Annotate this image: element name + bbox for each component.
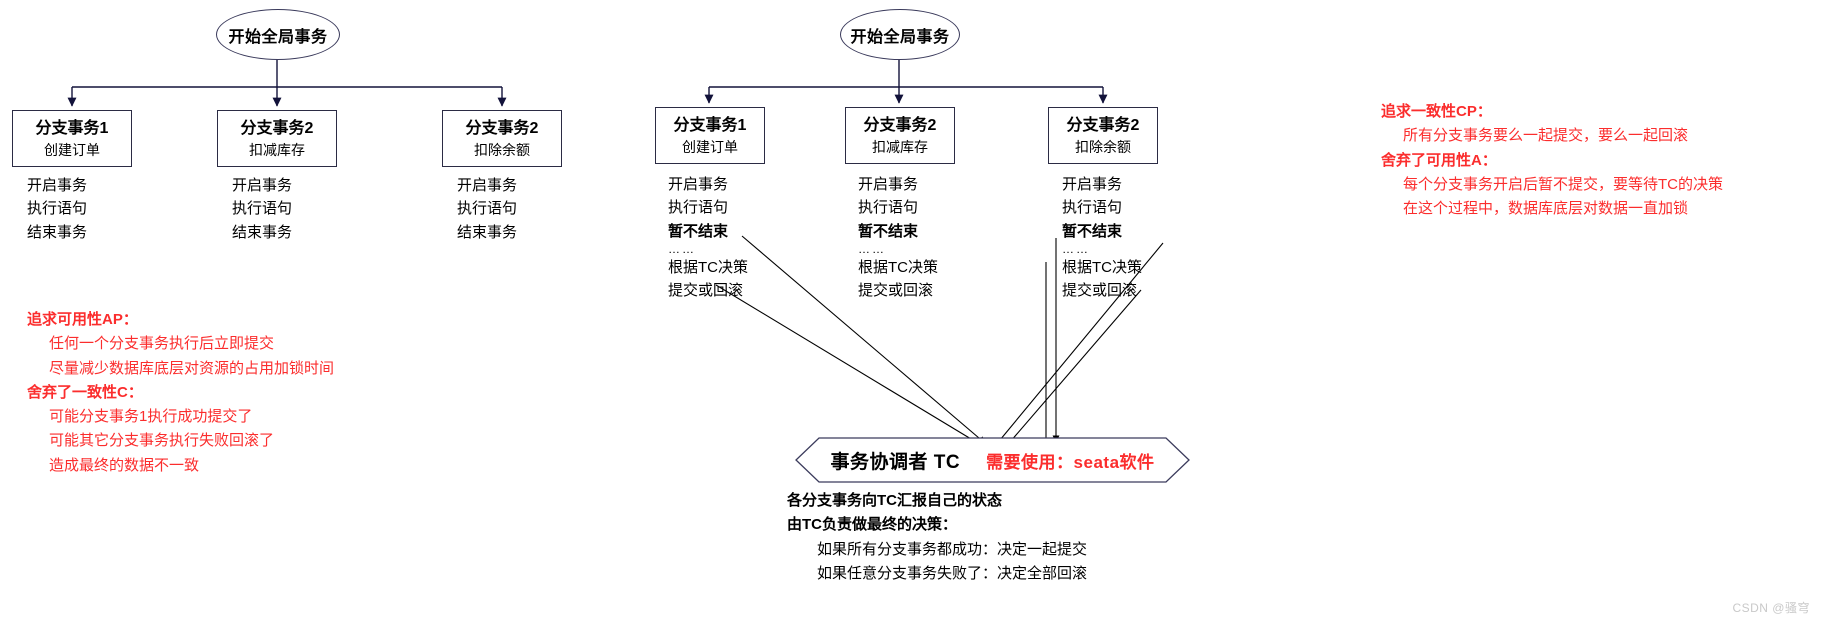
right-cap-note: 追求一致性CP： 所有分支事务要么一起提交，要么一起回滚 舍弃了可用性A： 每个… [1381, 100, 1723, 221]
left-branch-2-title: 分支事务2 [240, 119, 314, 137]
right-note-a-line-1: 每个分支事务开启后暂不提交，要等待TC的决策 [1403, 175, 1723, 193]
right-branch-1-bold-step: 暂不结束 [668, 222, 729, 240]
right-branch-1-title: 分支事务1 [673, 116, 747, 134]
right-branch-3-title: 分支事务2 [1066, 116, 1140, 134]
right-branch-2-after-1: 根据TC决策 [858, 258, 938, 276]
tc-hexagon-label-row: 事务协调者 TC 需要使用：seata软件 [795, 437, 1190, 483]
left-note-c-line-1: 可能分支事务1执行成功提交了 [49, 408, 253, 426]
right-note-cp-line-1: 所有分支事务要么一起提交，要么一起回滚 [1403, 127, 1689, 145]
left-branch-1-title: 分支事务1 [35, 119, 109, 137]
tc-desc-heading-1: 各分支事务向TC汇报自己的状态 [787, 492, 1002, 509]
right-branch-1-after-2: 提交或回滚 [668, 282, 744, 300]
right-start-ellipse: 开始全局事务 [840, 9, 960, 60]
right-branch-3-subtitle: 扣除余额 [1075, 138, 1131, 155]
tc-desc-heading-2: 由TC负责做最终的决策： [787, 516, 957, 534]
right-note-heading-cp: 追求一致性CP： [1381, 103, 1492, 120]
right-branch-1-step-1: 开启事务 [668, 176, 729, 193]
left-branch-2-step-2: 执行语句 [232, 200, 293, 218]
tc-desc-line-2: 如果任意分支事务失败了：决定全部回滚 [817, 564, 1088, 582]
right-branch-2-after-2: 提交或回滚 [858, 282, 934, 300]
left-note-heading-ap: 追求可用性AP： [27, 311, 138, 328]
right-branch-2-title: 分支事务2 [863, 116, 937, 134]
right-branch-2-step-2: 执行语句 [858, 199, 919, 217]
left-branch-2-step-1: 开启事务 [232, 177, 293, 194]
left-branch-3-step-1: 开启事务 [457, 177, 518, 194]
left-cap-note: 追求可用性AP： 任何一个分支事务执行后立即提交 尽量减少数据库底层对资源的占用… [27, 308, 334, 478]
right-branch-3-after-1: 根据TC决策 [1062, 258, 1142, 276]
right-branch-3-ellipsis: …… [1062, 241, 1090, 256]
left-note-c-line-3: 造成最终的数据不一致 [49, 456, 200, 474]
tc-description: 各分支事务向TC汇报自己的状态 由TC负责做最终的决策： 如果所有分支事务都成功… [787, 489, 1087, 586]
left-branch-box-2: 分支事务2 扣减库存 [217, 110, 337, 167]
left-branch-3-title: 分支事务2 [465, 119, 539, 137]
left-branch-1-subtitle: 创建订单 [44, 141, 100, 158]
right-branch-3-after-2: 提交或回滚 [1062, 282, 1138, 300]
right-branch-box-3: 分支事务2 扣除余额 [1048, 107, 1158, 164]
left-note-ap-line-1: 任何一个分支事务执行后立即提交 [49, 335, 275, 353]
left-branch-3-subtitle: 扣除余额 [474, 141, 530, 158]
left-branch-1-steps: 开启事务 执行语句 结束事务 [27, 174, 87, 244]
right-branch-2-ellipsis: …… [858, 241, 886, 256]
left-branch-1-step-2: 执行语句 [27, 200, 88, 218]
left-branch-2-subtitle: 扣减库存 [249, 141, 305, 158]
tc-label: 事务协调者 TC [830, 451, 961, 473]
left-branch-box-1: 分支事务1 创建订单 [12, 110, 132, 167]
right-branch-2-subtitle: 扣减库存 [872, 138, 928, 155]
right-note-heading-a: 舍弃了可用性A： [1381, 151, 1497, 169]
left-note-ap-line-2: 尽量减少数据库底层对资源的占用加锁时间 [49, 359, 335, 377]
left-branch-3-step-2: 执行语句 [457, 200, 518, 218]
tc-desc-line-1: 如果所有分支事务都成功：决定一起提交 [817, 540, 1088, 558]
right-branch-1-ellipsis: …… [668, 241, 696, 256]
left-note-c-line-2: 可能其它分支事务执行失败回滚了 [49, 432, 275, 450]
transaction-coordinator-hexagon: 事务协调者 TC 需要使用：seata软件 [795, 437, 1190, 483]
right-branch-3-steps: 开启事务 执行语句 暂不结束 …… 根据TC决策 提交或回滚 [1062, 173, 1142, 302]
right-branch-3-step-2: 执行语句 [1062, 199, 1123, 217]
left-branch-1-step-1: 开启事务 [27, 177, 88, 194]
left-branch-2-steps: 开启事务 执行语句 结束事务 [232, 174, 292, 244]
right-branch-box-1: 分支事务1 创建订单 [655, 107, 765, 164]
right-branch-box-2: 分支事务2 扣减库存 [845, 107, 955, 164]
right-start-label: 开始全局事务 [850, 28, 950, 46]
right-branch-3-bold-step: 暂不结束 [1062, 222, 1123, 240]
left-branch-1-step-3: 结束事务 [27, 223, 88, 241]
left-branch-3-step-3: 结束事务 [457, 223, 518, 241]
right-note-a-line-2: 在这个过程中，数据库底层对数据一直加锁 [1403, 200, 1689, 218]
right-branch-1-subtitle: 创建订单 [682, 138, 738, 155]
left-branch-box-3: 分支事务2 扣除余额 [442, 110, 562, 167]
right-branch-1-step-2: 执行语句 [668, 199, 729, 217]
right-branch-2-steps: 开启事务 执行语句 暂不结束 …… 根据TC决策 提交或回滚 [858, 173, 938, 302]
right-branch-2-bold-step: 暂不结束 [858, 222, 919, 240]
right-branch-1-steps: 开启事务 执行语句 暂不结束 …… 根据TC决策 提交或回滚 [668, 173, 748, 302]
left-branch-3-steps: 开启事务 执行语句 结束事务 [457, 174, 517, 244]
tc-seata-note: 需要使用：seata软件 [986, 452, 1155, 472]
right-branch-2-step-1: 开启事务 [858, 176, 919, 193]
left-branch-2-step-3: 结束事务 [232, 223, 293, 241]
csdn-watermark: CSDN @骚穹 [1732, 601, 1810, 615]
left-start-label: 开始全局事务 [228, 28, 328, 46]
right-branch-1-after-1: 根据TC决策 [668, 258, 748, 276]
left-start-ellipse: 开始全局事务 [216, 9, 340, 60]
right-branch-3-step-1: 开启事务 [1062, 176, 1123, 193]
left-note-heading-c: 舍弃了一致性C： [27, 383, 143, 401]
